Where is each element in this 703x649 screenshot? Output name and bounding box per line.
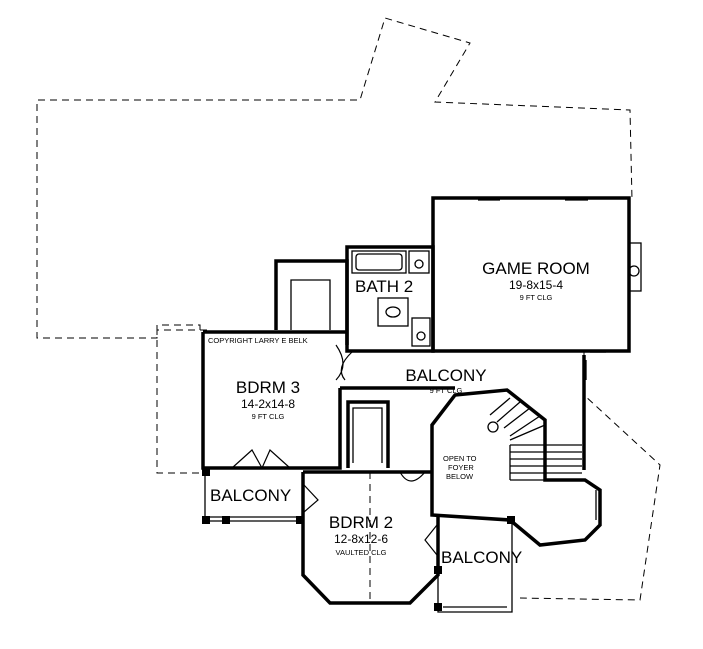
balcony-bottom-post-1 bbox=[434, 566, 442, 574]
open-foyer-line-3: BELOW bbox=[446, 472, 474, 481]
balcony-door-swing bbox=[340, 351, 353, 381]
vanity-top bbox=[408, 250, 430, 274]
copyright-text: COPYRIGHT LARRY E BELK bbox=[208, 336, 308, 345]
toilet bbox=[385, 306, 401, 318]
game-room-size: 19-8x15-4 bbox=[509, 278, 563, 292]
bdrm-2-door-swing bbox=[303, 484, 319, 513]
balcony-left-post-2 bbox=[202, 516, 210, 524]
bdrm-3: COPYRIGHT LARRY E BELK BDRM 3 14-2x14-8 … bbox=[201, 330, 347, 470]
roof-outline-dashed bbox=[36, 17, 661, 601]
bdrm-3-size: 14-2x14-8 bbox=[241, 397, 295, 411]
game-room: GAME ROOM 19-8x15-4 9 FT CLG bbox=[431, 196, 642, 353]
bathtub bbox=[351, 250, 407, 274]
stair-treads bbox=[509, 444, 582, 481]
bathtub-inner bbox=[355, 253, 403, 271]
stair-winder bbox=[489, 397, 546, 441]
open-foyer-line-2: FOYER bbox=[448, 463, 474, 472]
stair-tower: OPEN TO FOYER BELOW bbox=[430, 360, 602, 547]
vanity-bottom bbox=[411, 317, 431, 347]
closet-upper-walls bbox=[274, 259, 349, 345]
tower-walls bbox=[430, 388, 602, 547]
bdrm-2-walls bbox=[301, 470, 440, 605]
sink-bottom bbox=[416, 331, 426, 341]
bath-2-walls bbox=[345, 245, 435, 353]
balcony-main-name: BALCONY bbox=[405, 366, 486, 385]
game-room-fireplace bbox=[628, 242, 642, 292]
closet-upper bbox=[274, 259, 349, 345]
balcony-bottom: BALCONY bbox=[434, 516, 522, 613]
sink-top bbox=[414, 259, 424, 269]
balcony-bottom-rail bbox=[437, 520, 513, 613]
bath-2: BATH 2 bbox=[345, 245, 435, 353]
closet-shelf bbox=[290, 279, 331, 330]
bdrm-3-walls bbox=[201, 330, 347, 470]
bdrm-2-door-swing-2 bbox=[399, 471, 426, 482]
balcony-bottom-post-3 bbox=[507, 516, 515, 524]
shower bbox=[377, 297, 409, 327]
balcony-left-name: BALCONY bbox=[210, 486, 291, 505]
open-foyer-line-1: OPEN TO bbox=[443, 454, 477, 463]
bdrm-2: BDRM 2 12-8x12-6 VAULTED CLG bbox=[301, 470, 440, 605]
balcony-bottom-name: BALCONY bbox=[441, 548, 522, 567]
game-room-ceiling: 9 FT CLG bbox=[520, 293, 553, 302]
bdrm-2-balcony-door bbox=[424, 524, 438, 556]
game-room-name: GAME ROOM bbox=[482, 259, 590, 278]
balcony-left-post-4 bbox=[296, 516, 304, 524]
bdrm-3-french-door bbox=[231, 449, 291, 469]
closet-lower-shelf bbox=[352, 407, 383, 463]
bath-2-name: BATH 2 bbox=[355, 277, 413, 296]
balcony-left: BALCONY bbox=[202, 468, 304, 524]
closet-lower bbox=[346, 400, 390, 468]
bdrm-3-ceiling: 9 FT CLG bbox=[252, 412, 285, 421]
bdrm-2-size: 12-8x12-6 bbox=[334, 532, 388, 546]
balcony-left-post-1 bbox=[202, 468, 210, 476]
stair-newel bbox=[487, 421, 499, 433]
balcony-main-wall bbox=[340, 355, 586, 470]
balcony-main: BALCONY 9 FT CLG bbox=[340, 351, 586, 470]
balcony-main-ceiling: 9 FT CLG bbox=[430, 386, 463, 395]
bdrm-2-ceiling: VAULTED CLG bbox=[336, 548, 387, 557]
balcony-bottom-post-2 bbox=[434, 603, 442, 611]
closet-lower-walls bbox=[346, 400, 390, 468]
bdrm-3-name: BDRM 3 bbox=[236, 378, 300, 397]
balcony-left-post-3 bbox=[222, 516, 230, 524]
bdrm-2-name: BDRM 2 bbox=[329, 513, 393, 532]
fireplace-circle bbox=[628, 265, 640, 277]
